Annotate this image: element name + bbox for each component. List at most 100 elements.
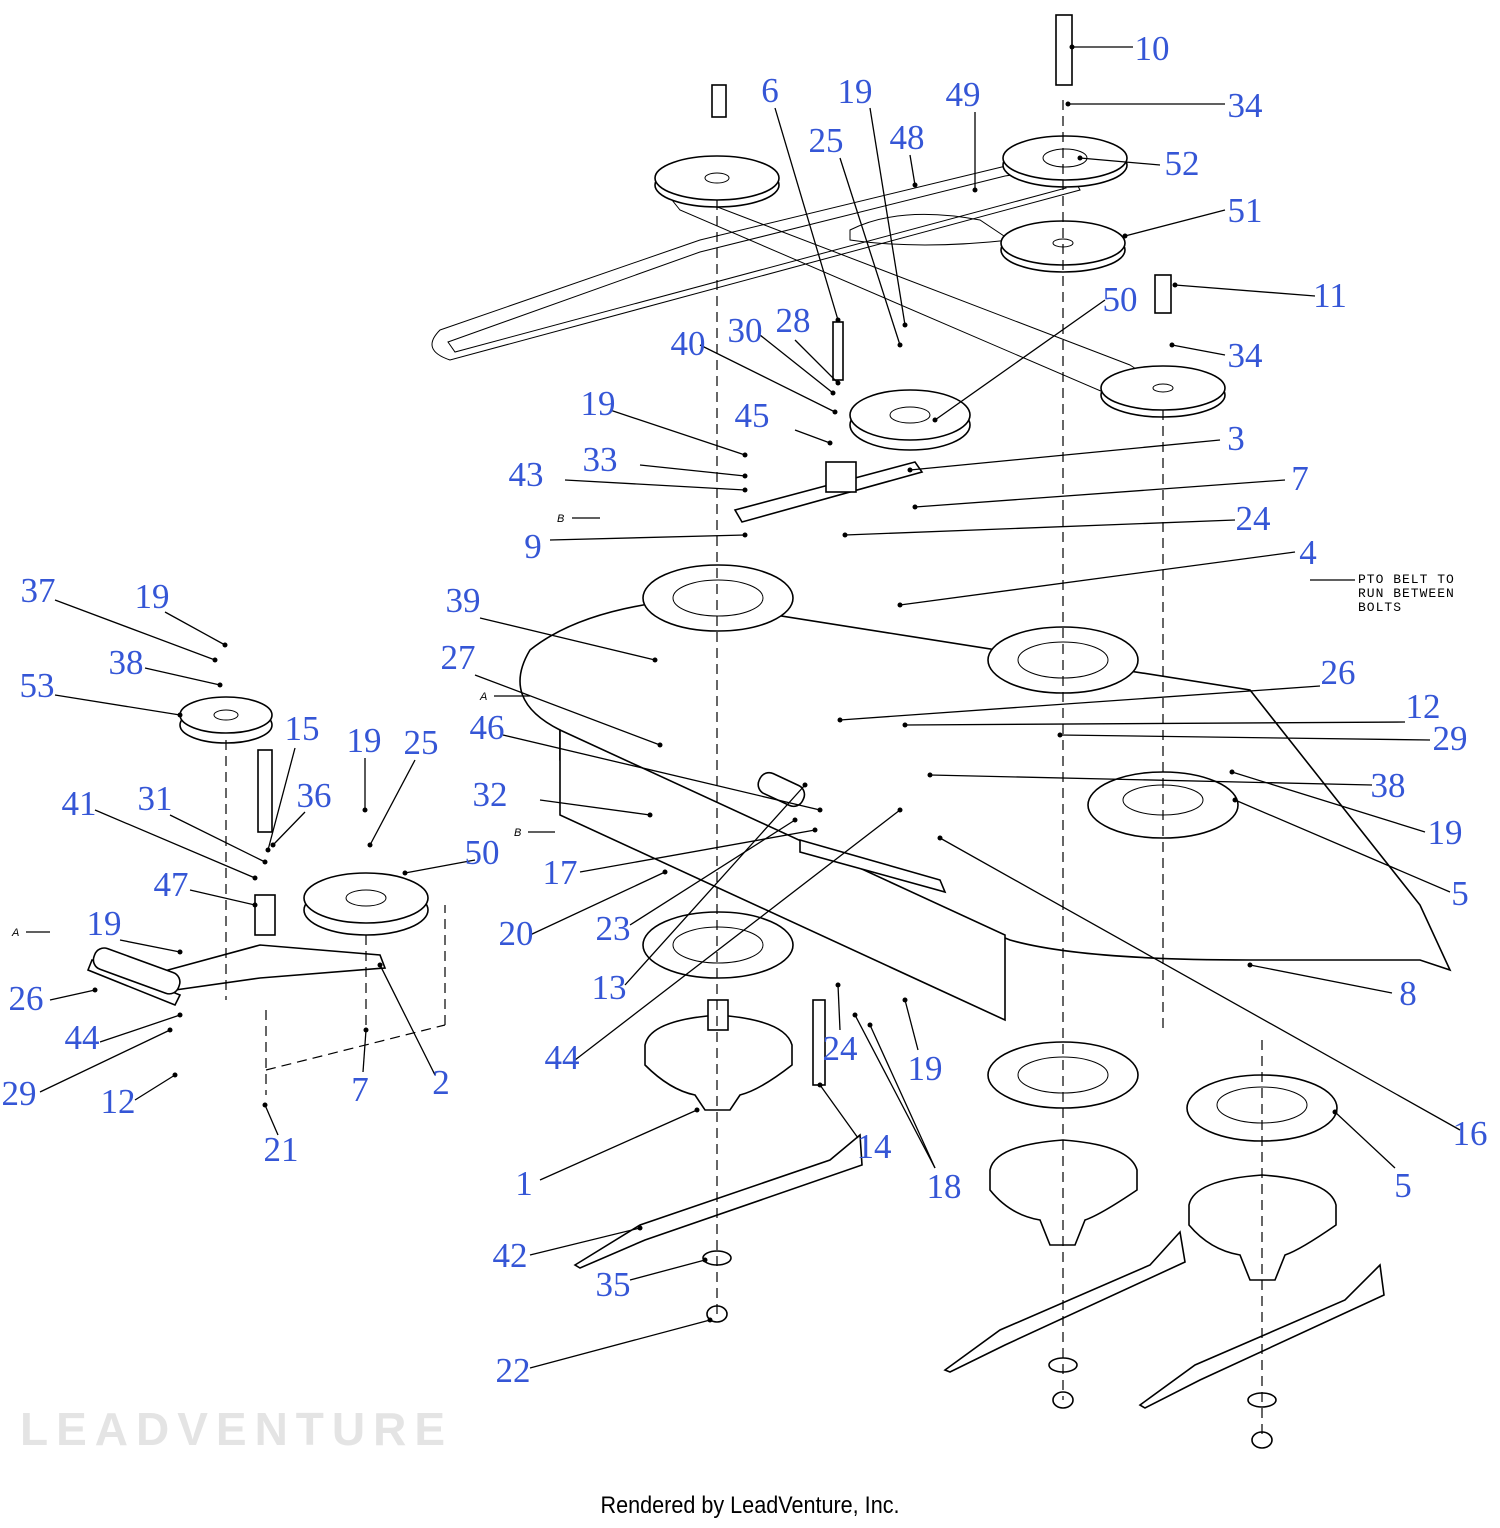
callout-22[interactable]: 22 xyxy=(496,1351,531,1390)
leader-line-47 xyxy=(189,889,256,906)
callout-21[interactable]: 21 xyxy=(264,1130,299,1169)
callout-33[interactable]: 33 xyxy=(583,440,618,479)
callout-3[interactable]: 3 xyxy=(1227,419,1245,458)
leader-line-2 xyxy=(379,964,436,1076)
leader-line-31 xyxy=(169,814,266,863)
callout-41[interactable]: 41 xyxy=(62,784,97,823)
callout-25[interactable]: 25 xyxy=(809,121,844,160)
leader-arrowhead xyxy=(167,1027,173,1033)
callout-8[interactable]: 8 xyxy=(1399,974,1417,1013)
leader-arrowhead xyxy=(1332,1109,1338,1115)
callout-36[interactable]: 36 xyxy=(297,776,332,815)
callout-7[interactable]: 7 xyxy=(351,1070,369,1109)
callout-10[interactable]: 10 xyxy=(1135,29,1170,68)
leader-arrowhead xyxy=(212,657,218,663)
leader-line-42 xyxy=(529,1227,641,1256)
callout-18[interactable]: 18 xyxy=(927,1167,962,1206)
leader-line-7 xyxy=(362,1029,367,1073)
callout-2[interactable]: 2 xyxy=(432,1063,450,1102)
callout-38[interactable]: 38 xyxy=(109,643,144,682)
leader-arrowhead xyxy=(367,842,373,848)
callout-26[interactable]: 26 xyxy=(1321,653,1356,692)
ref-mark-b-arm: B xyxy=(557,513,564,525)
leader-arrowhead xyxy=(972,187,978,193)
callout-46[interactable]: 46 xyxy=(470,708,505,747)
callout-45[interactable]: 45 xyxy=(735,396,770,435)
leader-line-26 xyxy=(49,989,96,1001)
callout-26[interactable]: 26 xyxy=(9,979,44,1018)
callout-5[interactable]: 5 xyxy=(1451,874,1469,913)
leader-arrowhead xyxy=(1169,342,1175,348)
callout-15[interactable]: 15 xyxy=(285,709,320,748)
callout-24[interactable]: 24 xyxy=(1236,499,1271,538)
leader-arrowhead xyxy=(707,1317,713,1323)
leader-arrowhead xyxy=(835,380,841,386)
callout-43[interactable]: 43 xyxy=(509,455,544,494)
leader-arrowhead xyxy=(897,807,903,813)
callout-40[interactable]: 40 xyxy=(671,324,706,363)
leader-arrowhead xyxy=(867,1022,873,1028)
callout-20[interactable]: 20 xyxy=(499,914,534,953)
callout-28[interactable]: 28 xyxy=(776,301,811,340)
callout-12[interactable]: 12 xyxy=(101,1082,136,1121)
callout-44[interactable]: 44 xyxy=(65,1018,100,1057)
callout-19[interactable]: 19 xyxy=(838,72,873,111)
leader-arrowhead xyxy=(897,602,903,608)
callout-51[interactable]: 51 xyxy=(1228,191,1263,230)
callout-19[interactable]: 19 xyxy=(908,1049,943,1088)
callout-30[interactable]: 30 xyxy=(728,311,763,350)
callout-29[interactable]: 29 xyxy=(2,1074,37,1113)
callout-48[interactable]: 48 xyxy=(890,118,925,157)
callout-19[interactable]: 19 xyxy=(1428,813,1463,852)
callout-34[interactable]: 34 xyxy=(1228,336,1263,375)
callout-24[interactable]: 24 xyxy=(823,1029,858,1068)
callout-1[interactable]: 1 xyxy=(515,1164,533,1203)
callout-14[interactable]: 14 xyxy=(857,1127,892,1166)
callout-5[interactable]: 5 xyxy=(1394,1166,1412,1205)
callout-37[interactable]: 37 xyxy=(21,571,56,610)
leader-line-43 xyxy=(564,479,746,491)
callout-39[interactable]: 39 xyxy=(446,581,481,620)
callout-19[interactable]: 19 xyxy=(347,721,382,760)
leader-line-33 xyxy=(639,464,746,477)
ref-mark-a-spring: A xyxy=(11,927,19,939)
callout-29[interactable]: 29 xyxy=(1433,719,1468,758)
leader-line-30 xyxy=(759,334,834,394)
callout-17[interactable]: 17 xyxy=(543,853,578,892)
callout-53[interactable]: 53 xyxy=(20,666,55,705)
callout-19[interactable]: 19 xyxy=(581,384,616,423)
callout-50[interactable]: 50 xyxy=(465,833,500,872)
callout-31[interactable]: 31 xyxy=(138,779,173,818)
leader-line-51 xyxy=(1124,209,1226,237)
callout-19[interactable]: 19 xyxy=(87,904,122,943)
callout-11[interactable]: 11 xyxy=(1313,276,1347,315)
callout-25[interactable]: 25 xyxy=(404,723,439,762)
callout-16[interactable]: 16 xyxy=(1453,1114,1488,1153)
callout-49[interactable]: 49 xyxy=(946,75,981,114)
callout-6[interactable]: 6 xyxy=(761,71,779,110)
callout-27[interactable]: 27 xyxy=(441,638,476,677)
leader-line-12 xyxy=(904,721,1406,726)
callout-42[interactable]: 42 xyxy=(493,1236,528,1275)
callout-4[interactable]: 4 xyxy=(1299,533,1317,572)
callout-7[interactable]: 7 xyxy=(1291,459,1309,498)
callout-35[interactable]: 35 xyxy=(596,1265,631,1304)
callout-13[interactable]: 13 xyxy=(592,968,627,1007)
callout-9[interactable]: 9 xyxy=(524,527,542,566)
callout-47[interactable]: 47 xyxy=(154,865,189,904)
leader-line-5 xyxy=(1334,1111,1396,1169)
callout-32[interactable]: 32 xyxy=(473,775,508,814)
callout-38[interactable]: 38 xyxy=(1371,766,1406,805)
note-line-1: PTO BELT TO xyxy=(1358,572,1455,587)
leader-arrowhead xyxy=(252,875,258,881)
callout-44[interactable]: 44 xyxy=(545,1038,580,1077)
leader-arrowhead xyxy=(902,722,908,728)
callout-12[interactable]: 12 xyxy=(1406,687,1441,726)
callout-19[interactable]: 19 xyxy=(135,577,170,616)
callout-23[interactable]: 23 xyxy=(596,909,631,948)
callout-52[interactable]: 52 xyxy=(1165,144,1200,183)
leader-line-15 xyxy=(267,747,296,851)
note-line-2: RUN BETWEEN xyxy=(1358,586,1455,601)
callout-50[interactable]: 50 xyxy=(1103,280,1138,319)
callout-34[interactable]: 34 xyxy=(1228,86,1263,125)
